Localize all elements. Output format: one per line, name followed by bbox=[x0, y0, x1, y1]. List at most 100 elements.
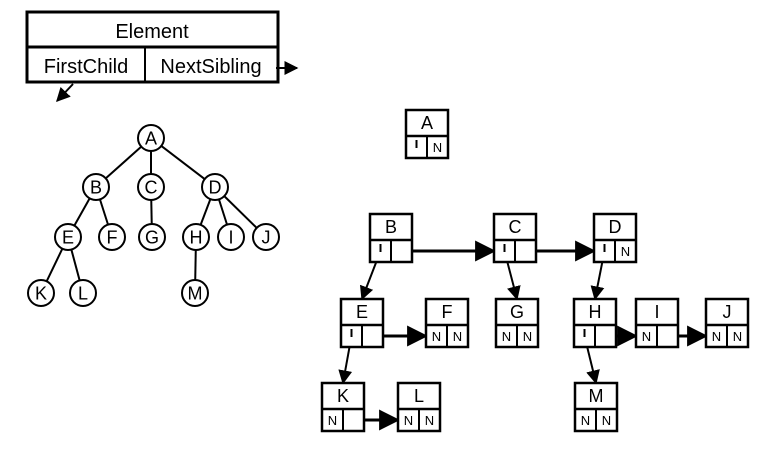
tree-node-m: M bbox=[181, 279, 209, 307]
tree-node-label: B bbox=[90, 178, 102, 198]
linked-box-h: H bbox=[572, 297, 618, 349]
linked-box-label: C bbox=[509, 217, 522, 237]
tree-edge-e-k bbox=[45, 248, 64, 282]
tree-node-f: F bbox=[98, 223, 126, 251]
tree-edges bbox=[45, 145, 258, 282]
linked-box-c: C bbox=[492, 212, 538, 264]
tree-node-circle bbox=[182, 223, 210, 251]
tree-node-label: G bbox=[145, 228, 159, 248]
tree-node-label: M bbox=[188, 284, 203, 304]
first-child-null-marker: N bbox=[328, 413, 337, 428]
linked-box-b: B bbox=[368, 212, 414, 264]
tree-edge-b-e bbox=[73, 197, 91, 227]
linked-box-label: B bbox=[385, 217, 397, 237]
tree-node-circle bbox=[82, 173, 110, 201]
linked-box-a: AN bbox=[404, 108, 450, 160]
tree-node-g: G bbox=[138, 223, 166, 251]
tree-node-l: L bbox=[69, 279, 97, 307]
linked-box-label: A bbox=[421, 113, 433, 133]
tree-node-k: K bbox=[27, 279, 55, 307]
tree-node-label: E bbox=[62, 228, 74, 248]
tree-node-circle bbox=[137, 173, 165, 201]
first-child-null-marker: N bbox=[432, 329, 441, 344]
legend-first-child-label: FirstChild bbox=[44, 56, 128, 78]
tree-edge-e-l bbox=[70, 249, 81, 281]
next-sibling-null-marker: N bbox=[425, 413, 434, 428]
tree-node-a: A bbox=[137, 124, 165, 152]
tree-node-label: I bbox=[228, 228, 233, 248]
tree-node-circle bbox=[138, 223, 166, 251]
tree-node-circle bbox=[27, 279, 55, 307]
tree-node-circle bbox=[217, 223, 245, 251]
tree-node-label: K bbox=[35, 284, 47, 304]
linked-box-label: H bbox=[589, 302, 602, 322]
next-sibling-null-marker: N bbox=[621, 244, 630, 259]
tree-edge-a-d bbox=[160, 145, 206, 180]
tree-node-circle bbox=[137, 124, 165, 152]
linked-box-label: D bbox=[609, 217, 622, 237]
next-sibling-null-marker: N bbox=[602, 413, 611, 428]
linked-box-k: KN bbox=[320, 381, 366, 433]
tree-node-h: H bbox=[182, 223, 210, 251]
first-child-null-marker: N bbox=[502, 329, 511, 344]
tree-node-e: E bbox=[54, 223, 82, 251]
linked-box-label: K bbox=[337, 386, 349, 406]
tree-node-circle bbox=[252, 223, 280, 251]
legend-first-child-arrow bbox=[56, 83, 74, 103]
tree-node-circle bbox=[69, 279, 97, 307]
tree-node-label: D bbox=[209, 178, 222, 198]
linked-box-frame bbox=[634, 297, 680, 349]
tree-edge-d-i bbox=[218, 199, 228, 225]
tree-node-circle bbox=[54, 223, 82, 251]
first-child-null-marker: N bbox=[581, 413, 590, 428]
linked-box-label: E bbox=[356, 302, 368, 322]
tree-node-d: D bbox=[201, 173, 229, 201]
tree-node-circle bbox=[98, 223, 126, 251]
tree-node-label: J bbox=[262, 228, 271, 248]
linked-box-label: J bbox=[723, 302, 732, 322]
tree-node-i: I bbox=[217, 223, 245, 251]
tree-node-label: A bbox=[145, 129, 157, 149]
tree-node-c: C bbox=[137, 173, 165, 201]
tree-edge-b-f bbox=[99, 199, 109, 225]
tree-edge-a-b bbox=[105, 145, 142, 180]
linked-box-label: M bbox=[589, 386, 604, 406]
linked-box-label: G bbox=[510, 302, 524, 322]
next-sibling-null-marker: N bbox=[523, 329, 532, 344]
tree-node-label: C bbox=[145, 178, 158, 198]
tree-nodes: A B C D E F G H I J K L M bbox=[27, 124, 280, 307]
first-child-null-marker: N bbox=[404, 413, 413, 428]
linked-box-label: F bbox=[442, 302, 453, 322]
linked-box-frame bbox=[492, 212, 538, 264]
tree-edge-d-j bbox=[223, 195, 258, 229]
legend-element-box: Element FirstChild NextSibling bbox=[25, 10, 299, 103]
next-sibling-null-marker: N bbox=[433, 140, 442, 155]
linked-box-label: I bbox=[654, 302, 659, 322]
linked-box-label: L bbox=[414, 386, 424, 406]
tree-node-circle bbox=[201, 173, 229, 201]
legend-title: Element bbox=[115, 21, 189, 43]
tree-node-label: L bbox=[78, 284, 88, 304]
first-child-null-marker: N bbox=[642, 329, 651, 344]
tree-node-label: H bbox=[190, 228, 203, 248]
linked-box-e: E bbox=[339, 297, 385, 349]
tree-edge-h-m bbox=[194, 249, 197, 281]
next-sibling-null-marker: N bbox=[453, 329, 462, 344]
tree-node-j: J bbox=[252, 223, 280, 251]
next-sibling-null-marker: N bbox=[733, 329, 742, 344]
tree-node-b: B bbox=[82, 173, 110, 201]
first-child-null-marker: N bbox=[712, 329, 721, 344]
linked-box-i: IN bbox=[634, 297, 680, 349]
legend-next-sibling-label: NextSibling bbox=[160, 56, 261, 78]
tree-node-circle bbox=[181, 279, 209, 307]
tree-edge-d-h bbox=[199, 198, 212, 226]
tree-node-label: F bbox=[107, 228, 118, 248]
linked-box-d: DN bbox=[592, 212, 638, 264]
